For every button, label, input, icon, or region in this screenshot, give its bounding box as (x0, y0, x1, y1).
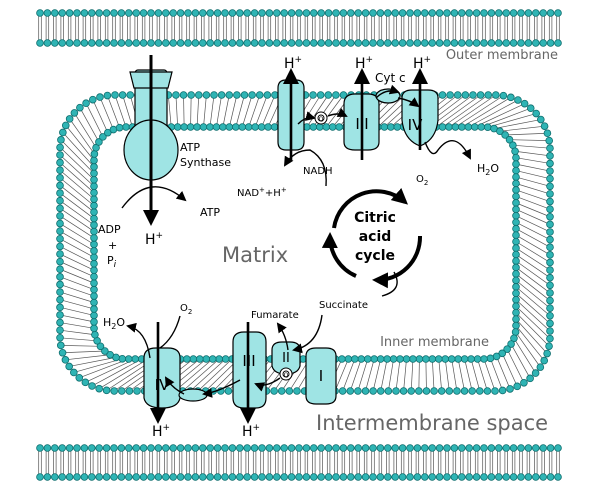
complex-iii-top-label: III (355, 115, 368, 133)
complex-iv-bottom (143, 322, 181, 424)
matrix-label: Matrix (222, 243, 288, 267)
complex-i-bottom (305, 347, 337, 405)
intermembrane-space-label: Intermembrane space (316, 411, 548, 435)
nad-label: NAD++H+ (237, 186, 287, 199)
proton-label-i-top: H+ (284, 55, 302, 72)
q-bottom-label: Q (284, 372, 289, 379)
proton-label-iii-top: H+ (355, 55, 373, 72)
inner-membrane-label: Inner membrane (380, 335, 489, 350)
atp-synthase-line2: Synthase (180, 156, 231, 169)
q-top-label: Q (319, 116, 324, 123)
complex-i-bottom-label: I (319, 367, 323, 385)
h2o-top-label: H2O (477, 162, 499, 177)
atp-synthase-line1: ATP (180, 141, 200, 154)
succinate-label: Succinate (319, 300, 368, 311)
outer-membrane-label: Outer membrane (446, 48, 558, 63)
complex-iv-top (401, 68, 439, 150)
nadh-label: NADH (303, 166, 333, 177)
complex-i-top-label: I (289, 107, 293, 125)
complex-ii-bottom-label: II (282, 351, 290, 366)
cycle-line2: acid (359, 229, 392, 245)
adp-label: ADP (98, 223, 121, 236)
outer-membrane-top (36, 9, 562, 47)
atp-product-label: ATP (200, 206, 220, 219)
outer-membrane-bottom (36, 444, 562, 481)
cyt-c-label: Cyt c (375, 71, 406, 85)
fumarate-label: Fumarate (251, 310, 299, 321)
cycle-line3: cycle (355, 248, 395, 264)
complex-iv-top-label: IV (408, 116, 423, 134)
proton-label-iv-top: H+ (413, 55, 431, 72)
complex-iii-bottom (232, 322, 267, 424)
complex-i-top (277, 68, 305, 160)
plus-label: + (108, 239, 117, 252)
o2-top-label: O2 (416, 174, 428, 187)
cycle-line1: Citric (354, 210, 396, 226)
bottom-electron-arrows (126, 314, 323, 398)
cyt-c-bottom (178, 388, 208, 402)
top-electron-arrows (283, 84, 471, 187)
h2o-bottom-label: H2O (103, 316, 125, 331)
proton-label-iii-bottom: H+ (242, 423, 260, 440)
complex-iv-bottom-label: IV (155, 376, 170, 394)
o2-bottom-label: O2 (180, 303, 192, 316)
citric-acid-cycle-ring (321, 188, 423, 297)
complex-iii-top (343, 68, 380, 160)
q-bottom (279, 367, 293, 381)
proton-label-atp-synthase: H+ (145, 231, 163, 248)
proton-label-iv-bottom: H+ (152, 423, 170, 440)
pi-label: Pi (107, 254, 117, 270)
atp-synthase (121, 55, 187, 226)
complex-iii-bottom-label: III (242, 352, 255, 370)
